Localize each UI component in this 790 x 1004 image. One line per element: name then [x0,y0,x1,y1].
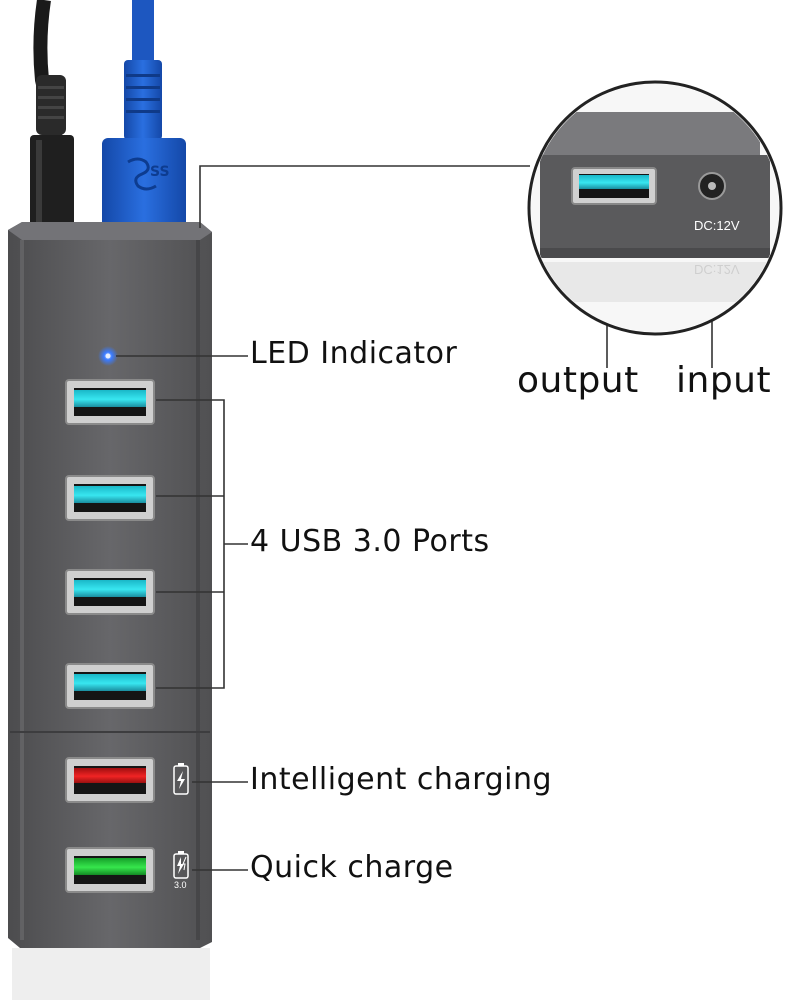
power-cable [30,0,74,240]
quick-charge-port [65,847,155,893]
led-indicator [98,346,118,366]
battery-charging-icon [173,763,189,795]
inset-magnifier [527,80,783,336]
usb3-port-4 [65,663,155,709]
usb-ports-label: 4 USB 3.0 Ports [250,524,490,559]
usb3-port-2 [65,475,155,521]
usb3-port-3 [65,569,155,615]
superspeed-logo-icon: SS [127,157,170,191]
quick-charge-icon [173,851,189,879]
usb-cable: SS [102,0,186,242]
usb3-port-1 [65,379,155,425]
intelligent-charging-port [65,757,155,803]
intelligent-charging-label: Intelligent charging [250,762,553,797]
output-label: output [517,360,639,401]
dc-voltage-label: DC:12V [694,218,740,233]
dc-input-jack [698,172,726,200]
quick-charge-version: 3.0 [174,880,187,890]
quick-charge-label: Quick charge [250,850,454,885]
output-usb-port [571,167,657,205]
dc-voltage-reflection: DC:12V [694,262,740,277]
led-indicator-label: LED Indicator [250,336,458,371]
input-label: input [676,360,772,401]
svg-text:SS: SS [150,164,170,180]
